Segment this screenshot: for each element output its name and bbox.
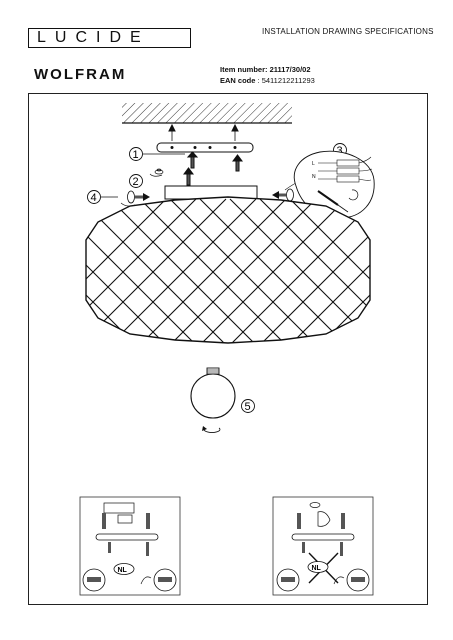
item-number-label: Item number: <box>220 65 268 74</box>
brand-logo: LUCIDE <box>28 28 191 48</box>
inset-left: NL <box>79 496 181 596</box>
step-1-label: 1 <box>133 149 139 161</box>
ean-label: EAN code <box>220 76 256 85</box>
product-name: WOLFRAM <box>34 66 127 83</box>
step-2-label: 2 <box>133 176 139 188</box>
wiring-detail: 3 L N <box>293 143 375 219</box>
item-number-line: Item number: 21117/30/02 <box>220 65 311 74</box>
mounting-bracket <box>156 142 254 153</box>
ceiling <box>122 103 292 124</box>
inset-right: NL <box>272 496 374 596</box>
inset-right-badge: NL <box>312 565 322 572</box>
step-4-marker: 4 <box>87 190 150 207</box>
document-title: INSTALLATION DRAWING SPECIFICATIONS <box>262 27 434 36</box>
drawing-frame <box>28 93 428 605</box>
step-4-label: 4 <box>91 192 97 204</box>
wire-l-label: L <box>312 161 315 167</box>
step-2-marker: 2 <box>129 168 164 188</box>
step-1-marker: 1 <box>129 147 185 161</box>
shade-lattice <box>86 198 370 343</box>
ceiling-screw-arrows <box>168 123 239 141</box>
screws <box>183 151 243 186</box>
lamp-shade <box>85 196 371 344</box>
light-bulb: 5 <box>190 367 255 433</box>
ean-line: EAN code : 5411212211293 <box>220 76 315 85</box>
step-5-label: 5 <box>245 401 251 413</box>
inset-left-badge: NL <box>118 567 128 574</box>
ean-value: : 5411212211293 <box>257 76 315 85</box>
canopy <box>164 185 258 200</box>
step-3-label: 3 <box>337 145 343 157</box>
brand-logo-text: LUCIDE <box>37 29 150 46</box>
wire-n-label: N <box>312 174 316 180</box>
item-number-value: 21117/30/02 <box>269 65 311 74</box>
